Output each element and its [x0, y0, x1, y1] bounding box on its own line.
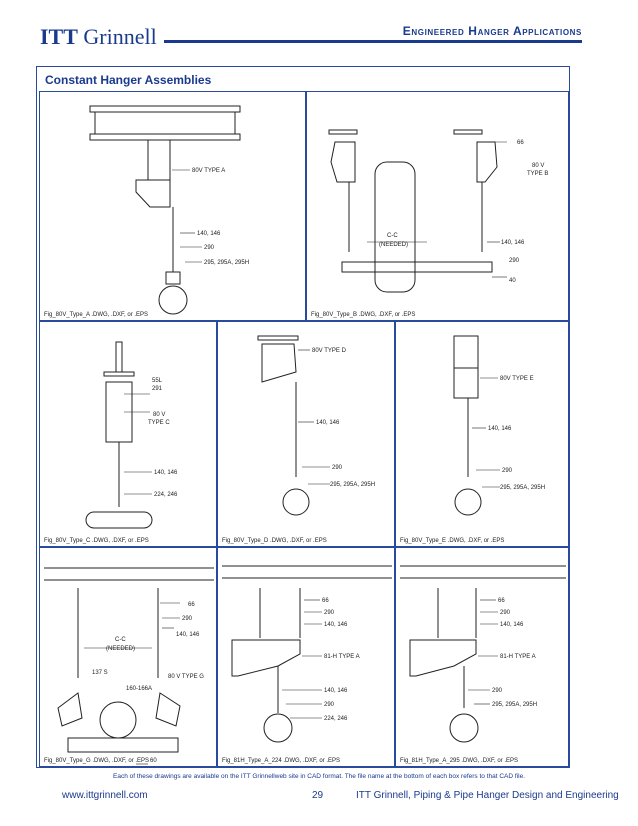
label-g-7: 80 V TYPE G [168, 674, 204, 680]
label-g-2: 140, 146 [176, 632, 200, 638]
label-h224-0: 66 [322, 598, 329, 604]
drawing-80v-type-b: 66 80 V TYPE B C-C (NEEDED) 140, 146 290… [328, 129, 548, 293]
label-a-0: 80V TYPE A [192, 168, 225, 174]
label-g-8: 60 [150, 758, 157, 764]
figure-80v-type-e: 80V TYPE E 140, 146 290 295, 295A, 295H … [395, 321, 569, 547]
label-e-0: 80V TYPE E [500, 376, 534, 382]
label-e-2: 290 [502, 468, 513, 474]
drawing-81h-type-a-295: 66 290 140, 146 81-H TYPE A 290 295, 295… [400, 565, 566, 743]
label-c-5: 224, 246 [154, 492, 178, 498]
page-number: 29 [312, 790, 324, 801]
label-g-4: (NEEDED) [106, 646, 135, 652]
frame-title: Constant Hanger Assemblies [45, 73, 212, 87]
label-h295-0: 66 [498, 598, 505, 604]
label-c-3: TYPE C [148, 420, 170, 426]
label-d-0: 80V TYPE D [312, 348, 347, 354]
caption-a: Fig_80V_Type_A .DWG, .DXF, or .EPS [44, 312, 149, 318]
drawing-80v-type-d: 80V TYPE D 140, 146 290 295, 295A, 295H [257, 335, 375, 516]
label-h224-1: 290 [324, 610, 335, 616]
caption-g: Fig_80V_Type_G .DWG, .DXF, or .EPS [44, 758, 150, 764]
drawing-80v-type-a: 80V TYPE A 140, 146 290 295, 295A, 295H [89, 105, 249, 315]
label-h224-2: 140, 146 [324, 622, 348, 628]
figure-81h-type-a-224: 66 290 140, 146 81-H TYPE A 140, 146 290… [217, 547, 395, 767]
figure-81h-type-a-295: 66 290 140, 146 81-H TYPE A 290 295, 295… [395, 547, 569, 767]
label-c-4: 140, 146 [154, 470, 178, 476]
label-b-1: 80 V [532, 163, 544, 169]
label-d-2: 290 [332, 465, 343, 471]
figure-80v-type-a: 80V TYPE A 140, 146 290 295, 295A, 295H … [39, 91, 306, 321]
drawing-81h-type-a-224: 66 290 140, 146 81-H TYPE A 140, 146 290… [222, 565, 392, 743]
assemblies-frame: Constant Hanger Assemblies 80V TYPE A 14… [36, 66, 570, 768]
label-h295-5: 295, 295A, 295H [492, 702, 537, 708]
logo: ITT Grinnell [40, 24, 157, 50]
figure-80v-type-d: 80V TYPE D 140, 146 290 295, 295A, 295H … [217, 321, 395, 547]
header-rule [164, 40, 582, 43]
figure-80v-type-b: 66 80 V TYPE B C-C (NEEDED) 140, 146 290… [306, 91, 569, 321]
label-h224-5: 290 [324, 702, 335, 708]
label-g-1: 290 [182, 616, 193, 622]
footer-tagline: ITT Grinnell, Piping & Pipe Hanger Desig… [356, 790, 619, 801]
section-title: Engineered Hanger Applications [402, 24, 582, 38]
label-g-6: 160-166A [126, 686, 152, 692]
label-b-0: 66 [517, 140, 524, 146]
logo-bold: ITT [40, 24, 78, 49]
drawing-80v-type-c: 55L 291 80 V TYPE C 140, 146 224, 246 [85, 341, 178, 529]
label-d-3: 295, 295A, 295H [330, 482, 375, 488]
label-h295-1: 290 [500, 610, 511, 616]
caption-b: Fig_80V_Type_B .DWG, .DXF, or .EPS [311, 312, 416, 318]
label-b-5: 140, 146 [501, 240, 525, 246]
label-h224-6: 224, 246 [324, 716, 348, 722]
label-g-5: 137 S [92, 670, 108, 676]
label-a-1: 140, 146 [197, 231, 221, 237]
label-h295-3: 81-H TYPE A [500, 654, 536, 660]
label-b-4: (NEEDED) [379, 242, 408, 248]
caption-h224: Fig_81H_Type_A_224 .DWG, .DXF, or .EPS [222, 758, 341, 764]
label-h224-4: 140, 146 [324, 688, 348, 694]
label-e-1: 140, 146 [488, 426, 512, 432]
label-g-3: C-C [115, 637, 126, 643]
caption-h295: Fig_81H_Type_A_295 .DWG, .DXF, or .EPS [400, 758, 519, 764]
label-c-2: 80 V [153, 412, 165, 418]
label-b-7: 40 [509, 278, 516, 284]
label-c-1: 291 [152, 386, 163, 392]
label-h295-2: 140, 146 [500, 622, 524, 628]
caption-c: Fig_80V_Type_C .DWG, .DXF, or .EPS [44, 538, 149, 544]
label-b-6: 290 [509, 258, 520, 264]
label-b-3: C-C [387, 233, 398, 239]
label-a-2: 290 [204, 245, 215, 251]
figure-80v-type-c: 55L 291 80 V TYPE C 140, 146 224, 246 Fi… [39, 321, 217, 547]
label-g-0: 66 [188, 602, 195, 608]
drawing-80v-type-e: 80V TYPE E 140, 146 290 295, 295A, 295H [453, 335, 545, 516]
label-d-1: 140, 146 [316, 420, 340, 426]
figure-80v-type-g: 66 290 140, 146 C-C (NEEDED) 137 S 160-1… [39, 547, 217, 767]
label-e-3: 295, 295A, 295H [500, 485, 545, 491]
label-c-0: 55L [152, 378, 163, 384]
label-b-2: TYPE B [527, 171, 548, 177]
cad-note: Each of these drawings are available on … [113, 773, 525, 780]
label-a-3: 295, 295A, 295H [204, 260, 249, 266]
caption-e: Fig_80V_Type_E .DWG, .DXF, or .EPS [400, 538, 505, 544]
label-h224-3: 81-H TYPE A [324, 654, 360, 660]
caption-d: Fig_80V_Type_D .DWG, .DXF, or .EPS [222, 538, 327, 544]
footer-url[interactable]: www.ittgrinnell.com [62, 790, 148, 801]
drawing-80v-type-g: 66 290 140, 146 C-C (NEEDED) 137 S 160-1… [44, 567, 214, 765]
label-h295-4: 290 [492, 688, 503, 694]
logo-rest: Grinnell [77, 24, 157, 49]
